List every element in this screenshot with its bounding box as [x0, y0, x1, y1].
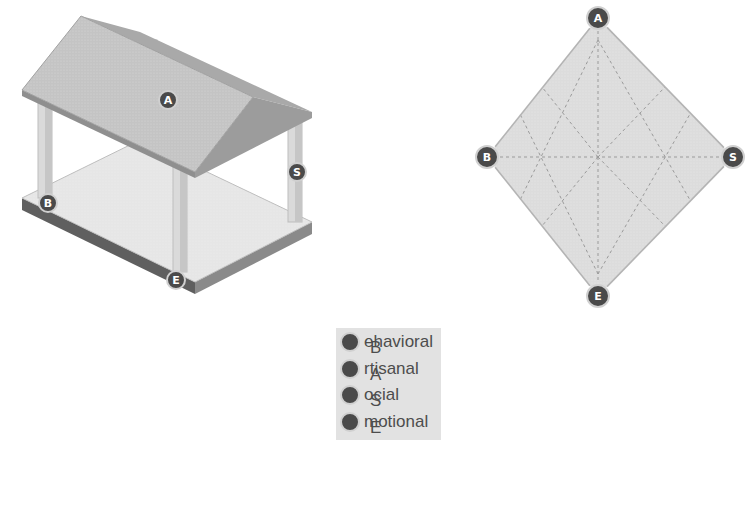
circle-letter: S [729, 152, 737, 163]
circle-letter: E [172, 275, 180, 286]
circle-letter: S [293, 167, 301, 178]
dashed-line [542, 87, 598, 157]
letter-circle: S [721, 145, 745, 169]
diamond-figure [487, 18, 733, 296]
diamond-side [495, 167, 590, 286]
diamond-side [607, 27, 724, 147]
circle-letter: A [370, 365, 381, 385]
diamond-fill [487, 18, 733, 296]
diamond-side [495, 28, 590, 147]
circle-letter: A [164, 95, 173, 106]
pillar-shade [180, 162, 187, 272]
pillar [173, 162, 187, 272]
dashed-axis [500, 157, 720, 158]
circle-letter: A [594, 13, 603, 24]
legend-box: ehavioralrtisanalocialmotionalBASE [336, 328, 441, 440]
letter-circle: E [586, 284, 610, 308]
letter-circle: A [340, 359, 360, 379]
letter-circle: A [586, 6, 610, 30]
roof [22, 16, 253, 172]
letter-circle: A [158, 90, 178, 110]
letter-circle: E [340, 412, 360, 432]
legend-text: ocial [364, 385, 399, 405]
dashed-line [598, 114, 690, 274]
roof-texture [22, 16, 253, 172]
letter-circle: B [340, 332, 360, 352]
dashed-line [542, 157, 598, 226]
circle-letter: S [370, 391, 381, 411]
letter-circle: S [287, 162, 307, 182]
dashed-line [520, 40, 598, 200]
circle-letter: E [594, 291, 602, 302]
circle-letter: B [370, 338, 381, 358]
dashed-line [520, 114, 598, 274]
diamond-side [607, 166, 724, 286]
letter-circle: B [38, 193, 58, 213]
dashed-line [598, 40, 690, 200]
circle-letter: B [44, 198, 52, 209]
circle-letter: B [483, 152, 491, 163]
letter-circle: S [340, 385, 360, 405]
pavilion [22, 16, 312, 294]
letter-circle: E [166, 270, 186, 290]
circle-letter: E [370, 418, 381, 438]
letter-circle: B [475, 145, 499, 169]
diamond-texture [487, 18, 733, 296]
